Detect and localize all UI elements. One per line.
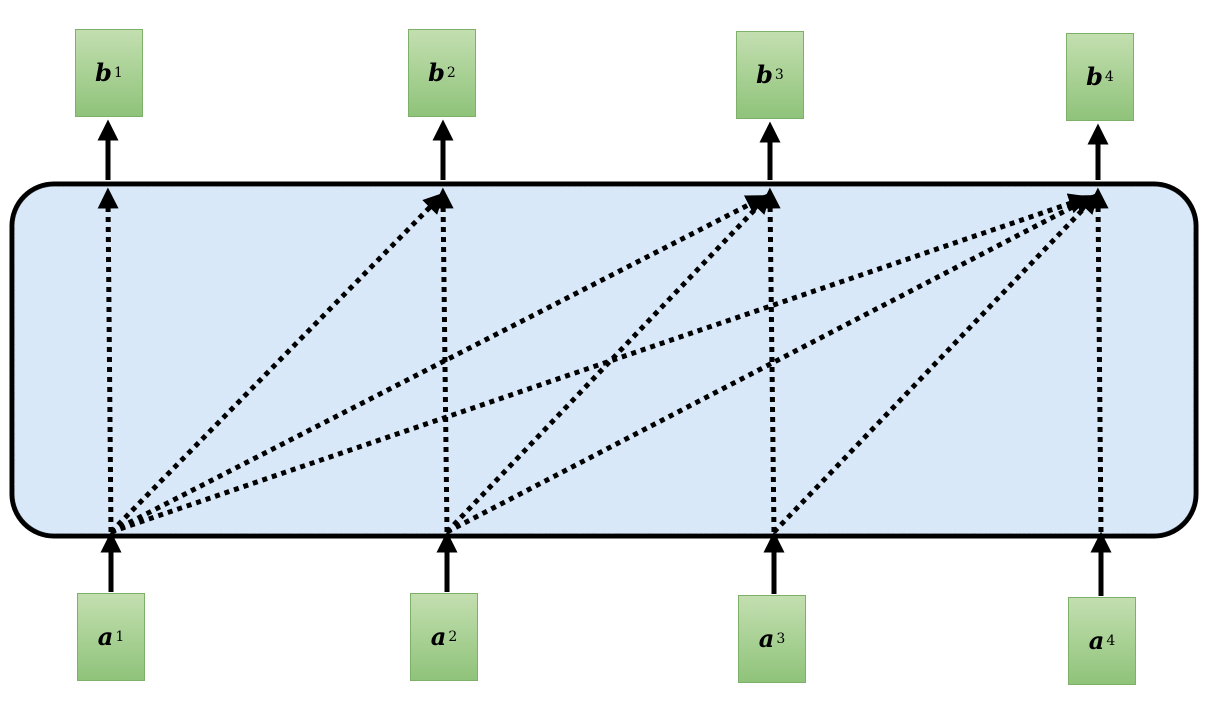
connection-a2-to-b3	[445, 192, 772, 534]
input-index: 3	[776, 631, 786, 647]
connection-a1-to-b3	[109, 195, 768, 535]
input-index: 4	[1106, 633, 1116, 649]
output-label: b	[428, 58, 445, 87]
output-index: 2	[446, 65, 456, 81]
attention-connections	[97, 187, 1109, 535]
input-label: a	[758, 624, 775, 653]
output-index: 3	[774, 67, 784, 83]
io-arrows	[97, 119, 1112, 596]
input-label: a	[1088, 626, 1105, 655]
connection-a3-to-b4	[772, 192, 1100, 534]
output-label: b	[1086, 62, 1103, 91]
input-index: 1	[115, 629, 125, 645]
input-index: 2	[448, 629, 458, 645]
connection-a2-to-b4	[445, 195, 1096, 535]
connection-a1-to-b2	[109, 192, 445, 534]
attention-layer-texture	[14, 186, 1194, 534]
input-label: a	[430, 622, 447, 651]
output-index: 4	[1104, 69, 1114, 85]
output-label: b	[95, 58, 112, 87]
connection-a1-to-b4	[110, 193, 1090, 535]
output-index: 1	[113, 65, 123, 81]
output-label: b	[756, 60, 773, 89]
input-label: a	[97, 622, 114, 651]
